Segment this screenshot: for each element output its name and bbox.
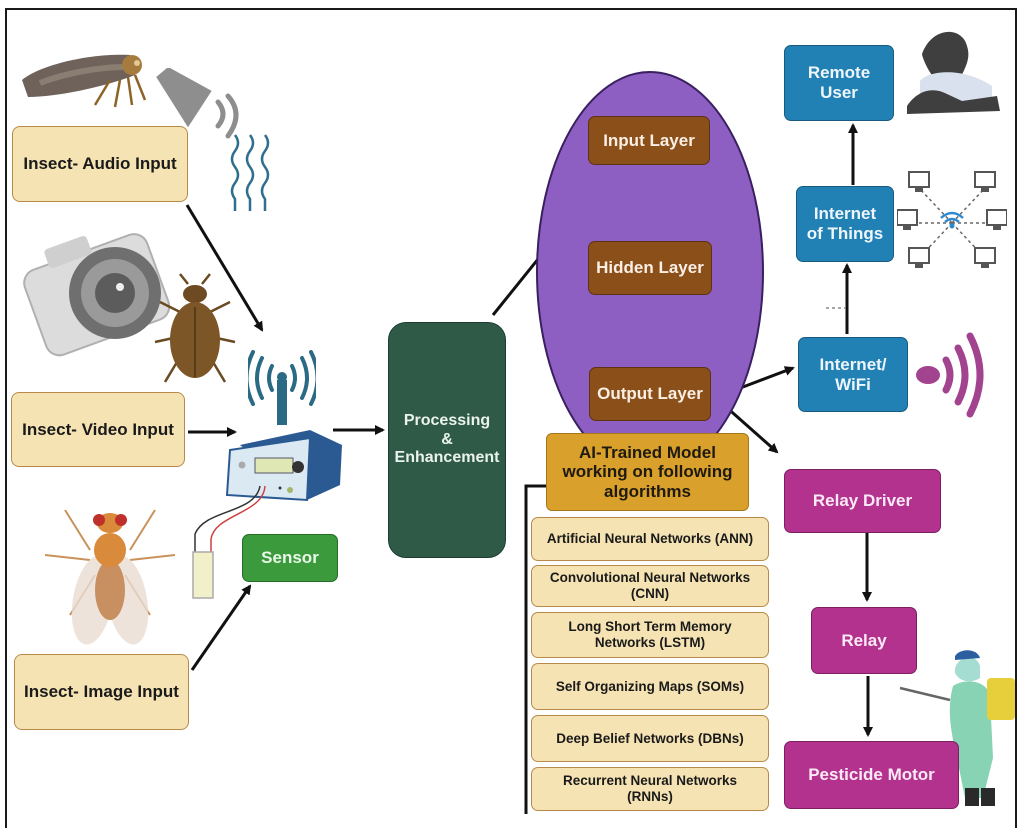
remote-user-line2: User xyxy=(820,83,858,102)
person-writing-icon xyxy=(907,31,1000,114)
algorithm-label: Networks (LSTM) xyxy=(594,635,706,650)
algorithm-item-dbn: Deep Belief Networks (DBNs) xyxy=(531,715,769,762)
algorithm-item-lstm: Long Short Term Memory Networks (LSTM) xyxy=(531,612,769,658)
algorithm-label: Long Short Term Memory xyxy=(568,619,732,635)
pesticide-sprayer-worker-icon xyxy=(899,650,1015,806)
pesticide-motor-box: Pesticide Motor xyxy=(784,741,959,809)
algorithm-label: Convolutional Neural Networks xyxy=(549,570,751,586)
ai-model-line3: algorithms xyxy=(604,481,691,501)
output-layer-box: Output Layer xyxy=(589,367,711,421)
sound-wave-icon xyxy=(215,93,239,139)
processing-label-line2: & xyxy=(441,430,453,448)
sensor-label: Sensor xyxy=(261,548,319,568)
relay-driver-box: Relay Driver xyxy=(784,469,941,533)
camera-icon xyxy=(23,233,170,357)
input-layer-box: Input Layer xyxy=(588,116,710,165)
image-input-label: Insect- Image Input xyxy=(24,682,179,702)
beetle-icon xyxy=(154,273,236,383)
input-layer-label: Input Layer xyxy=(603,130,695,150)
sensor-device-icon xyxy=(225,430,342,502)
algorithm-label: Self Organizing Maps (SOMs) xyxy=(555,678,745,694)
ai-model-line1: AI-Trained Model xyxy=(579,442,716,462)
hidden-layer-box: Hidden Layer xyxy=(588,241,712,295)
algorithm-bracket xyxy=(524,484,546,814)
algorithm-label: (RNNs) xyxy=(627,789,673,804)
iot-box: Internet of Things xyxy=(796,186,894,262)
video-input-box: Insect- Video Input xyxy=(11,392,185,467)
sensor-box: Sensor xyxy=(242,534,338,582)
antenna-icon xyxy=(248,350,316,425)
algorithm-label: (CNN) xyxy=(630,586,670,601)
processing-enhancement-box: Processing & Enhancement xyxy=(388,322,506,558)
iot-line2: of Things xyxy=(806,224,884,243)
algorithm-label: Recurrent Neural Networks xyxy=(562,773,738,789)
electrode-probe-icon xyxy=(192,485,266,599)
pesticide-motor-label: Pesticide Motor xyxy=(808,765,935,785)
fruit-fly-icon xyxy=(45,509,175,645)
relay-label: Relay xyxy=(841,630,887,650)
hidden-layer-label: Hidden Layer xyxy=(596,258,704,278)
algorithm-label: Deep Belief Networks (DBNs) xyxy=(556,730,744,746)
remote-user-box: Remote User xyxy=(784,45,894,121)
microphone-icon xyxy=(156,68,212,128)
iot-network-icon xyxy=(897,171,1007,268)
processing-label-line1: Processing xyxy=(403,412,491,430)
processing-label-line3: Enhancement xyxy=(394,449,500,467)
arrow-image-to-sensor xyxy=(190,584,252,671)
algorithm-label: Artificial Neural Networks (ANN) xyxy=(546,531,754,547)
audio-input-label: Insect- Audio Input xyxy=(23,154,177,174)
algorithm-item-som: Self Organizing Maps (SOMs) xyxy=(531,663,769,710)
ai-model-line2: working on following xyxy=(562,462,733,482)
iot-line1: Internet xyxy=(813,204,877,224)
video-input-label: Insect- Video Input xyxy=(22,419,174,439)
arrow-audio-to-device xyxy=(185,204,264,332)
internet-wifi-box: Internet/ WiFi xyxy=(798,337,908,412)
ai-trained-model-box: AI-Trained Model working on following al… xyxy=(546,433,749,511)
output-layer-label: Output Layer xyxy=(597,384,703,404)
wifi-line1: Internet/ xyxy=(819,354,887,374)
remote-user-line1: Remote xyxy=(807,63,871,83)
vibration-waves-icon xyxy=(230,134,270,211)
relay-driver-label: Relay Driver xyxy=(812,491,913,511)
wifi-signal-icon xyxy=(916,332,984,418)
algorithm-item-ann: Artificial Neural Networks (ANN) xyxy=(531,517,769,561)
audio-input-box: Insect- Audio Input xyxy=(12,126,188,202)
relay-box: Relay xyxy=(811,607,917,674)
algorithm-item-rnn: Recurrent Neural Networks (RNNs) xyxy=(531,767,769,811)
algorithm-item-cnn: Convolutional Neural Networks (CNN) xyxy=(531,565,769,607)
diagram-frame xyxy=(5,8,1017,828)
wifi-line2: WiFi xyxy=(835,374,871,394)
image-input-box: Insect- Image Input xyxy=(14,654,189,730)
leafhopper-insect-icon xyxy=(22,54,147,108)
